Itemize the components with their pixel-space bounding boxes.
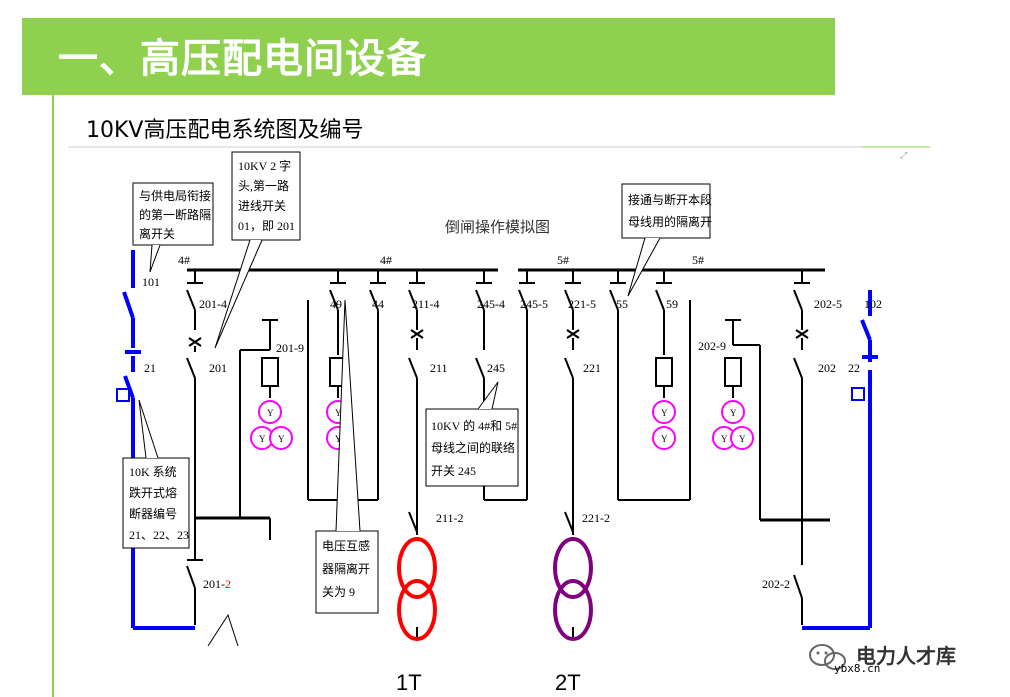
bus-label: 5#	[557, 253, 569, 267]
svg-text:202-5: 202-5	[814, 297, 842, 311]
svg-text:221-5: 221-5	[568, 297, 596, 311]
svg-text:21: 21	[144, 361, 156, 375]
svg-text:211: 211	[430, 361, 448, 375]
svg-text:Y: Y	[661, 408, 668, 418]
bus-label: 4#	[178, 253, 190, 267]
watermark: 电力人才库 ybx8.cn	[806, 640, 1006, 680]
svg-text:器隔离开: 器隔离开	[322, 561, 370, 576]
breaker-crosses	[188, 329, 809, 347]
callout-note-3: 接通与断开本段 母线用的隔离开	[621, 183, 712, 297]
callout-note-1: 与供电局衔接 的第一断路隔 离开关	[132, 182, 214, 273]
svg-text:Y: Y	[739, 434, 746, 444]
callout-note-2: 10KV 2 字 头,第一路 进线开关 01，即 201	[214, 151, 301, 349]
svg-text:10KV 2 字: 10KV 2 字	[238, 158, 291, 173]
svg-text:Y: Y	[278, 434, 285, 444]
svg-text:211-4: 211-4	[412, 297, 440, 311]
callout-note-4: 10K 系统 跌开式熔 断器编号 21、22、23	[122, 399, 190, 549]
svg-text:接通与断开本段: 接通与断开本段	[628, 192, 712, 207]
transformer-1t-label: 1T	[396, 670, 422, 695]
pt-fuse-leads	[269, 386, 734, 398]
incoming-feeder-left	[122, 250, 195, 630]
svg-text:断器编号: 断器编号	[129, 506, 177, 521]
diagram-caption: 倒闸操作模拟图	[445, 218, 550, 236]
svg-text:电压互感: 电压互感	[322, 538, 370, 553]
svg-text:的第一断路隔: 的第一断路隔	[139, 207, 211, 222]
svg-text:跌开式熔: 跌开式熔	[129, 485, 177, 500]
svg-text:Y: Y	[730, 408, 737, 418]
svg-text:211-2: 211-2	[436, 511, 464, 525]
fuse-22	[851, 387, 865, 401]
pt-fuses	[261, 357, 742, 387]
svg-text:01，即 201: 01，即 201	[238, 219, 295, 233]
svg-text:10K 系统: 10K 系统	[129, 465, 177, 479]
bus-drops	[187, 270, 810, 284]
svg-text:Y: Y	[259, 434, 266, 444]
svg-text:245-5: 245-5	[520, 297, 548, 311]
svg-text:202: 202	[818, 361, 836, 375]
title-bar: 一、高压配电间设备	[22, 18, 835, 95]
svg-text:21、22、23: 21、22、23	[129, 528, 189, 542]
svg-text:Y: Y	[335, 434, 342, 444]
svg-text:55: 55	[616, 297, 628, 311]
svg-text:201-2: 201-2	[203, 577, 231, 591]
svg-text:母线用的隔离开: 母线用的隔离开	[628, 214, 712, 229]
svg-text:201-4: 201-4	[199, 297, 227, 311]
svg-text:关为 9: 关为 9	[322, 585, 355, 599]
svg-text:10KV 的 4#和 5#: 10KV 的 4#和 5#	[431, 418, 517, 433]
svg-text:221: 221	[583, 361, 601, 375]
page-subtitle: 10KV高压配电系统图及编号	[86, 118, 364, 143]
svg-text:Y: Y	[721, 434, 728, 444]
svg-text:Y: Y	[267, 408, 274, 418]
page-title: 一、高压配电间设备	[58, 36, 427, 82]
svg-text:245-4: 245-4	[477, 297, 505, 311]
callout-note-5: 10KV 的 4#和 5# 母线之间的联络 开关 245	[425, 381, 519, 487]
svg-text:离开关: 离开关	[139, 226, 175, 241]
svg-text:102: 102	[864, 297, 882, 311]
svg-text:22: 22	[848, 361, 860, 375]
svg-text:Y: Y	[335, 408, 342, 418]
svg-text:与供电局衔接: 与供电局衔接	[139, 188, 211, 203]
transformer-2t	[553, 537, 593, 641]
expand-icon: ⤢	[899, 151, 907, 161]
leader-line	[207, 613, 239, 647]
bus-label: 5#	[692, 253, 704, 267]
incoming-feeder-right	[802, 290, 878, 630]
svg-text:49: 49	[330, 297, 342, 311]
svg-text:59: 59	[666, 297, 678, 311]
svg-text:头,第一路: 头,第一路	[238, 178, 289, 193]
svg-text:母线之间的联络: 母线之间的联络	[431, 440, 515, 455]
svg-text:221-2: 221-2	[582, 511, 610, 525]
disconnect-switches	[186, 289, 803, 500]
svg-text:245: 245	[487, 361, 505, 375]
pt-transformers	[250, 400, 754, 450]
svg-text:202-9: 202-9	[698, 339, 726, 353]
watermark-url: ybx8.cn	[834, 662, 881, 675]
transformer-2t-label: 2T	[555, 670, 581, 695]
svg-text:201: 201	[209, 361, 227, 375]
svg-text:201-9: 201-9	[276, 341, 304, 355]
left-rule	[52, 95, 54, 697]
pt-winding-labels: Y Y Y Y Y Y Y Y Y Y	[259, 408, 746, 444]
switch-labels: 101 21 201-4 201 201-9 49 44 211-4 211 2…	[142, 275, 882, 591]
svg-text:44: 44	[372, 297, 384, 311]
svg-text:202-2: 202-2	[762, 577, 790, 591]
svg-text:进线开关: 进线开关	[238, 199, 286, 213]
callout-note-6: 电压互感 器隔离开 关为 9	[315, 299, 379, 614]
svg-text:101: 101	[142, 275, 160, 289]
wechat-icon	[809, 644, 846, 670]
transformer-1t	[397, 537, 437, 641]
watermark-text: 电力人才库	[856, 644, 956, 668]
fuse-21	[116, 388, 130, 402]
svg-text:Y: Y	[661, 434, 668, 444]
bus-label: 4#	[380, 253, 392, 267]
svg-text:开关 245: 开关 245	[431, 464, 476, 478]
